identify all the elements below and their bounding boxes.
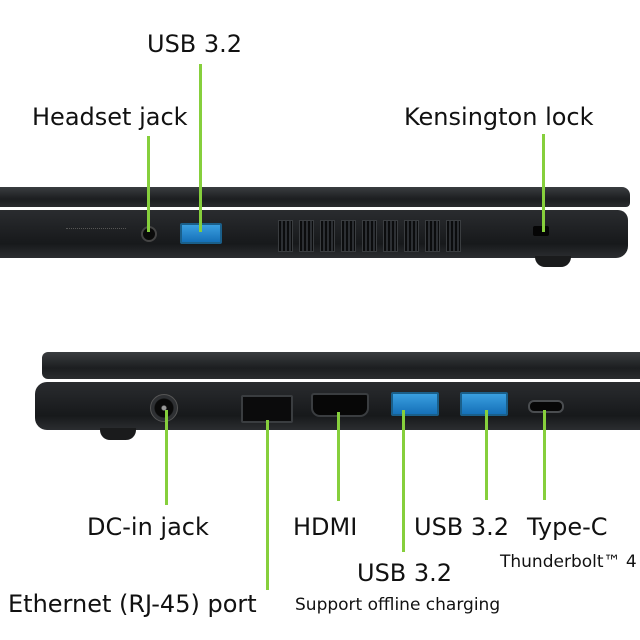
callout-line-headset <box>147 136 150 232</box>
callout-line-kensington <box>542 134 545 232</box>
label-thunderbolt: Thunderbolt™ 4 <box>500 552 637 572</box>
laptop-base <box>0 210 628 258</box>
usb-port-right <box>460 392 508 416</box>
ethernet-port <box>241 395 293 423</box>
status-leds <box>66 228 126 235</box>
callout-line-hdmi <box>337 412 340 501</box>
hdmi-port <box>311 393 369 417</box>
label-offline-charging: Support offline charging <box>295 595 501 615</box>
laptop-lid <box>42 352 640 379</box>
label-dc-in-jack: DC-in jack <box>87 513 209 541</box>
callout-line-usb-right <box>485 410 488 500</box>
laptop-lid <box>0 187 630 207</box>
callout-line-ethernet <box>266 420 269 590</box>
label-kensington-lock: Kensington lock <box>404 103 594 131</box>
kensington-lock-slot <box>533 226 549 236</box>
usb-port-left <box>391 392 439 416</box>
label-usb-left: USB 3.2 <box>357 559 453 587</box>
callout-line-usb-left <box>402 410 405 552</box>
laptop-foot <box>100 428 136 440</box>
type-c-port <box>528 400 564 413</box>
callout-line-dc-in <box>165 410 168 505</box>
dc-in-port <box>150 394 178 422</box>
label-usb-top: USB 3.2 <box>147 30 243 58</box>
label-usb-right: USB 3.2 <box>414 513 510 541</box>
callout-line-type-c <box>543 410 546 500</box>
label-type-c: Type-C <box>527 513 608 541</box>
callout-line-usb-top <box>199 64 202 232</box>
label-ethernet-port: Ethernet (RJ-45) port <box>8 590 257 618</box>
label-hdmi: HDMI <box>293 513 358 541</box>
laptop-foot <box>535 256 571 267</box>
label-headset-jack: Headset jack <box>32 103 188 131</box>
